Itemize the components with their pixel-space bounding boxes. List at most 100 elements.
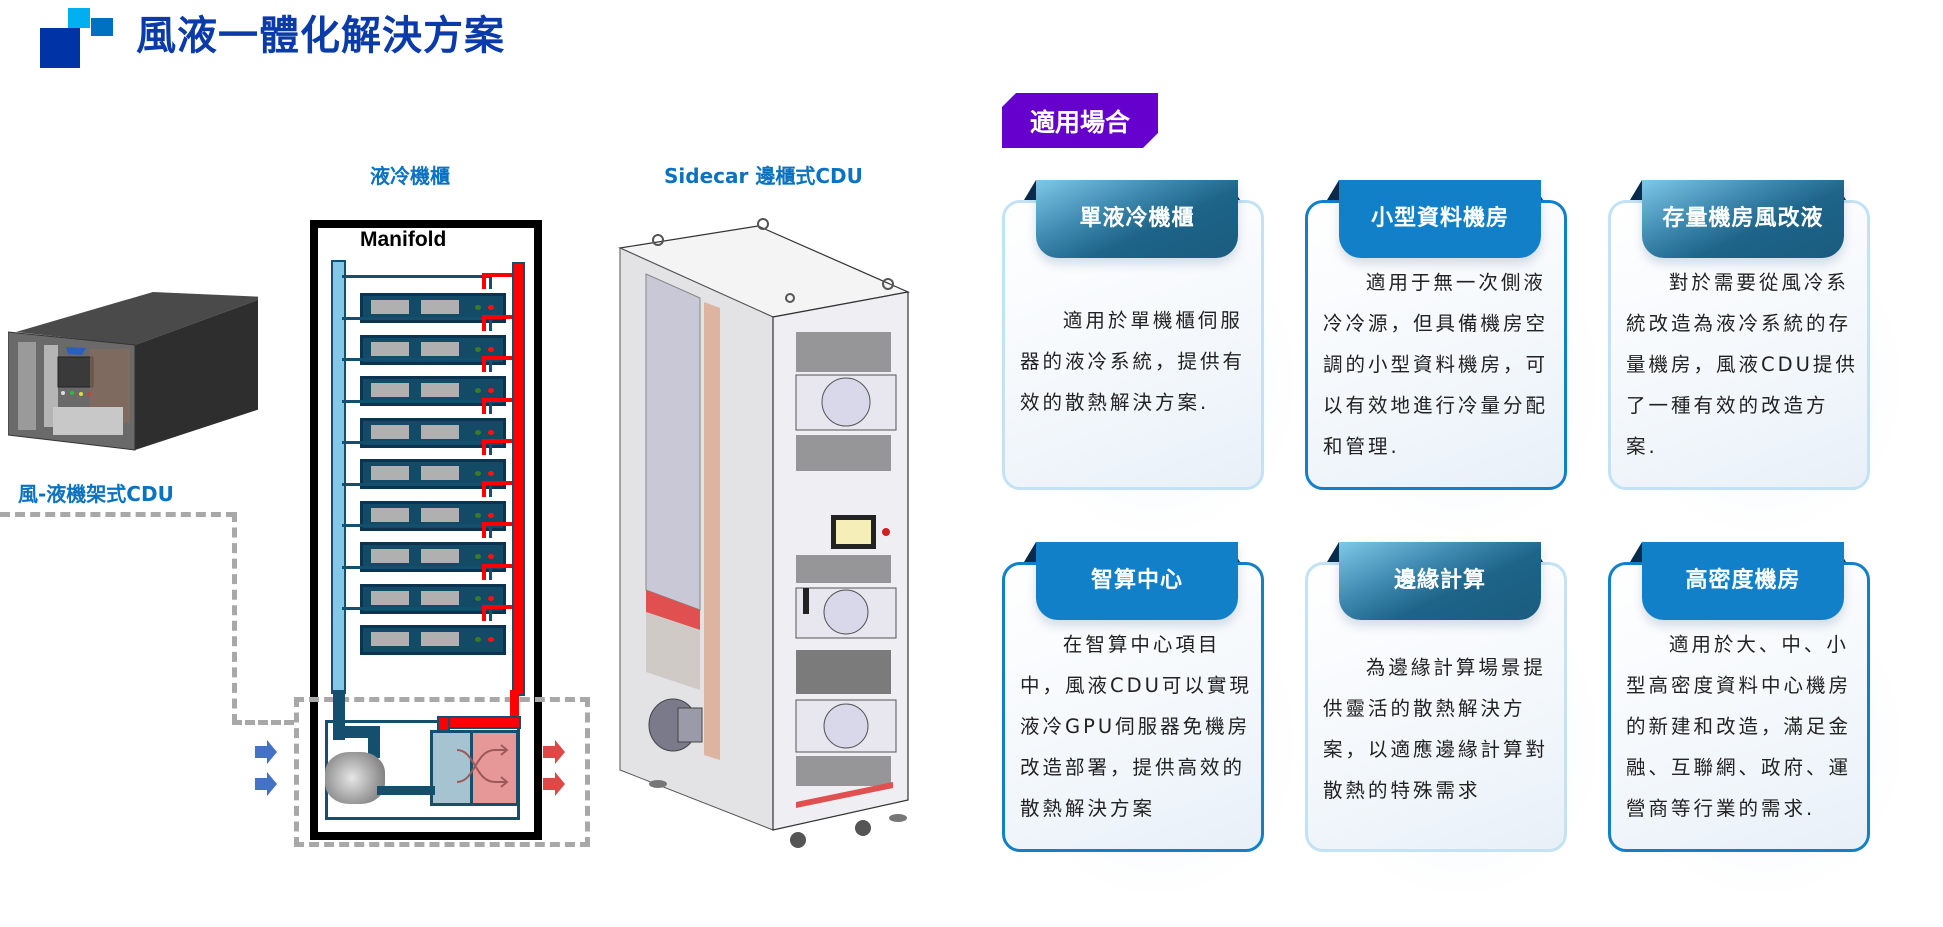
ribbon-fold: [1630, 542, 1642, 562]
card-description: 在智算中心項目中，風液CDU可以實現液冷GPU伺服器免機房改造部署，提供高效的散…: [1020, 633, 1252, 820]
card-description: 適用於單機櫃伺服器的液冷系統，提供有效的散熱解決方案.: [1020, 309, 1246, 414]
hot-return-line: [482, 439, 512, 455]
hot-connector-dot: [488, 388, 494, 393]
cold-feed-line: [342, 275, 492, 289]
drive-slot: [371, 590, 409, 605]
logo-square-large: [40, 28, 80, 68]
rack-cdu-label: 風-液機架式CDU: [18, 482, 174, 506]
ribbon-fold: [1327, 180, 1339, 200]
drive-slot: [421, 300, 459, 314]
cold-feed-line: [342, 565, 492, 580]
drive-slot: [421, 590, 459, 605]
cold-pump-inlet-pipe: [368, 730, 380, 758]
cold-connector-dot: [475, 512, 481, 518]
ribbon-fold: [1327, 542, 1339, 562]
hot-return-line: [482, 522, 512, 538]
application-card: 小型資料機房適用于無一次側液冷冷源，但具備機房空調的小型資料機房，可以有效地進行…: [1305, 180, 1605, 540]
hot-connector-dot: [488, 637, 494, 642]
drive-slot: [371, 341, 409, 356]
sidecar-cdu-label: Sidecar 邊櫃式CDU: [664, 164, 863, 188]
application-card: 邊緣計算為邊緣計算場景提供靈活的散熱解決方案，以適應邊緣計算對散熱的特殊需求: [1305, 542, 1605, 902]
card-title: 智算中心: [1036, 542, 1238, 620]
cold-feed-line: [342, 399, 492, 414]
page-title: 風液一體化解決方案: [136, 13, 505, 59]
drive-slot: [421, 549, 459, 563]
cold-connector-dot: [475, 346, 481, 352]
drive-slot: [371, 632, 409, 646]
cold-feed-line: [342, 441, 492, 455]
cold-connector-dot: [475, 471, 481, 476]
drive-slot: [421, 507, 459, 522]
drive-slot: [371, 466, 409, 480]
heat-exchanger-hot-side: [470, 730, 519, 806]
card-description: 適用于無一次側液冷冷源，但具備機房空調的小型資料機房，可以有效地進行冷量分配和管…: [1323, 271, 1549, 458]
cold-feed-line: [342, 358, 492, 372]
hot-connector-dot: [488, 595, 494, 601]
pump-outlet-pipe: [377, 786, 435, 795]
rack-mount-cdu-image: [7, 287, 276, 452]
arrow-right-icon: [543, 740, 565, 764]
air-outlet-arrows: [543, 740, 565, 796]
hot-connector-dot: [488, 429, 494, 435]
dashed-connector-vertical: [232, 512, 237, 724]
drive-slot: [421, 466, 459, 480]
hot-supply-pipe: [510, 690, 519, 726]
server-unit: [360, 625, 506, 655]
hot-connector-dot: [488, 471, 494, 476]
drive-slot: [421, 424, 459, 439]
arrow-right-icon: [543, 772, 565, 796]
heat-exchange-arrows-icon: [456, 744, 509, 788]
arrow-right-icon: [255, 740, 277, 764]
hot-manifold-pipe: [512, 262, 525, 696]
cold-feed-line: [342, 316, 492, 331]
card-title: 高密度機房: [1642, 542, 1844, 620]
card-description: 適用於大、中、小型高密度資料中心機房的新建和改造，滿足金融、互聯網、政府、運營商…: [1626, 633, 1852, 820]
cold-connector-dot: [475, 595, 481, 601]
card-title: 單液冷機櫃: [1036, 180, 1238, 258]
hot-return-line: [482, 273, 512, 289]
dashed-connector-bottom: [232, 720, 294, 725]
hot-return-line: [482, 480, 512, 497]
hot-return-line: [482, 356, 512, 372]
application-card: 高密度機房適用於大、中、小型高密度資料中心機房的新建和改造，滿足金融、互聯網、政…: [1608, 542, 1908, 902]
hot-connector-dot: [488, 305, 494, 310]
liquid-rack-label: 液冷機櫃: [370, 164, 450, 188]
hot-return-line: [482, 563, 512, 580]
cold-connector-dot: [475, 305, 481, 310]
hot-return-line: [482, 605, 512, 621]
cdu-dashed-outline: [294, 697, 590, 847]
drive-slot: [371, 507, 409, 522]
application-card: 智算中心在智算中心項目中，風液CDU可以實現液冷GPU伺服器免機房改造部署，提供…: [1002, 542, 1302, 902]
hot-return-line: [482, 314, 512, 331]
drive-slot: [421, 632, 459, 646]
applications-badge: 適用場合: [1002, 93, 1158, 148]
card-title: 邊緣計算: [1339, 542, 1541, 620]
logo-square-blue: [91, 18, 113, 36]
dashed-connector-top: [0, 512, 236, 517]
application-card: 單液冷機櫃適用於單機櫃伺服器的液冷系統，提供有效的散熱解決方案.: [1002, 180, 1302, 540]
arrow-right-icon: [255, 772, 277, 796]
drive-slot: [421, 383, 459, 397]
logo-square-cyan: [68, 8, 90, 28]
drive-slot: [371, 300, 409, 314]
drive-slot: [421, 341, 459, 356]
hot-connector-dot: [488, 346, 494, 352]
cold-feed-line: [342, 524, 492, 538]
ribbon-fold: [1630, 180, 1642, 200]
cold-connector-dot: [475, 554, 481, 559]
cold-feed-line: [342, 482, 492, 497]
cold-feed-line: [342, 607, 492, 621]
card-description: 為邊緣計算場景提供靈活的散熱解決方案，以適應邊緣計算對散熱的特殊需求: [1323, 656, 1549, 802]
hot-connector-dot: [488, 554, 494, 559]
air-inlet-arrows: [255, 740, 277, 796]
hot-return-line: [482, 397, 512, 414]
ribbon-fold: [1024, 542, 1036, 562]
card-title: 存量機房風改液: [1642, 180, 1844, 258]
application-card: 存量機房風改液對於需要從風冷系統改造為液冷系統的存量機房，風液CDU提供了一種有…: [1608, 180, 1908, 540]
cold-connector-dot: [475, 429, 481, 435]
card-title: 小型資料機房: [1339, 180, 1541, 258]
manifold-label: Manifold: [360, 228, 447, 251]
pump-icon: [325, 752, 385, 804]
drive-slot: [371, 383, 409, 397]
drive-slot: [371, 424, 409, 439]
